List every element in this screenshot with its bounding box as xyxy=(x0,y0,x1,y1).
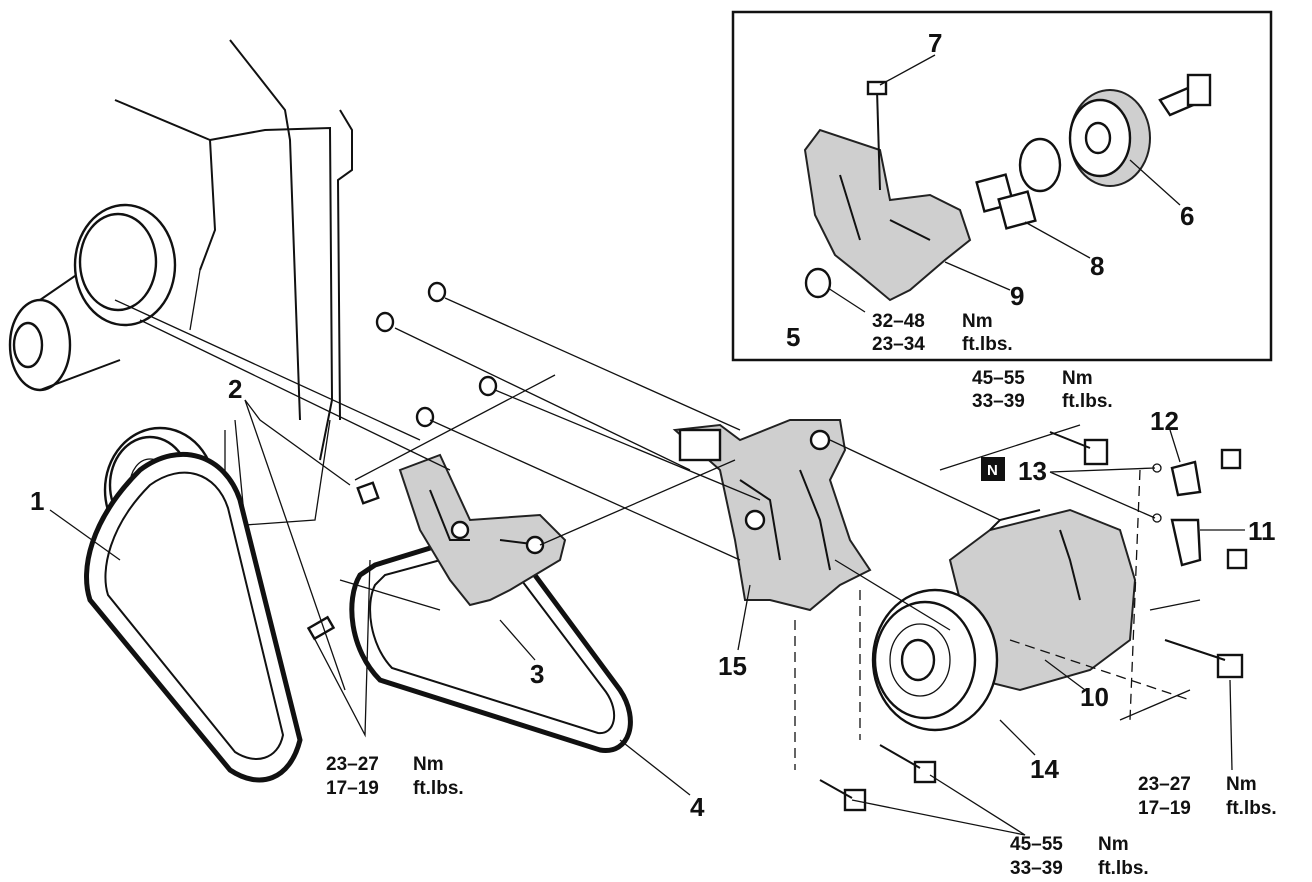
torque-ft-unit: ft.lbs. xyxy=(1226,798,1277,819)
torque-ft-value: 33–39 xyxy=(1010,858,1063,879)
torque-ft-value: 17–19 xyxy=(1138,798,1191,819)
hose-clamps xyxy=(981,448,1248,570)
torque-ft-value: 23–34 xyxy=(872,334,925,355)
new-part-badge: N xyxy=(987,462,998,479)
magnetic-clutch-14 xyxy=(871,588,999,732)
torque-ft-unit: ft.lbs. xyxy=(413,778,464,799)
bracket-15 xyxy=(672,419,872,612)
torque-ft-unit: ft.lbs. xyxy=(1098,858,1149,879)
torque-ft-unit: ft.lbs. xyxy=(1062,391,1113,412)
callout-10: 10 xyxy=(1080,682,1109,712)
callout-7: 7 xyxy=(928,28,942,58)
torque-nm-unit: Nm xyxy=(962,311,993,332)
torque-ft-value: 17–19 xyxy=(326,778,379,799)
callout-13: 13 xyxy=(1018,456,1047,486)
callout-3: 3 xyxy=(530,659,544,689)
torque-nm-unit: Nm xyxy=(413,754,444,775)
torque-nm-value: 23–27 xyxy=(1138,774,1191,795)
torque-nm-value: 45–55 xyxy=(1010,834,1063,855)
torque-nm-unit: Nm xyxy=(1226,774,1257,795)
callout-8: 8 xyxy=(1090,251,1104,281)
callout-1: 1 xyxy=(30,486,44,516)
callout-leaders xyxy=(49,54,1245,836)
callout-5: 5 xyxy=(786,322,800,352)
torque-spec-bottom: 45–55 Nm 33–39 ft.lbs. xyxy=(1010,834,1149,879)
torque-nm-value: 23–27 xyxy=(326,754,379,775)
torque-nm-unit: Nm xyxy=(1098,834,1129,855)
torque-nm-value: 45–55 xyxy=(972,368,1025,389)
callout-15: 15 xyxy=(718,651,747,681)
torque-nm-unit: Nm xyxy=(1062,368,1093,389)
drive-belt-1 xyxy=(84,452,303,783)
idler-pulley-inset xyxy=(731,10,1273,362)
callout-2: 2 xyxy=(228,374,242,404)
bracket-3 xyxy=(398,453,567,607)
torque-nm-value: 32–48 xyxy=(872,311,925,332)
callout-4: 4 xyxy=(690,792,705,822)
torque-spec-lower-left: 23–27 Nm 17–19 ft.lbs. xyxy=(326,754,464,799)
torque-spec-inset: 32–48 Nm 23–34 ft.lbs. xyxy=(872,311,1013,355)
torque-specs: 32–48 Nm 23–34 ft.lbs. 45–55 Nm 33–39 ft… xyxy=(326,311,1277,879)
callout-11: 11 xyxy=(1248,516,1276,546)
callout-12: 12 xyxy=(1150,406,1179,436)
bolts xyxy=(306,281,1244,812)
callout-numbers: 1 2 3 4 5 6 7 8 9 10 11 12 13 14 15 N xyxy=(30,28,1276,822)
torque-spec-upper-right: 45–55 Nm 33–39 ft.lbs. xyxy=(972,368,1113,412)
torque-ft-value: 33–39 xyxy=(972,391,1025,412)
callout-6: 6 xyxy=(1180,201,1194,231)
callout-9: 9 xyxy=(1010,281,1024,311)
torque-ft-unit: ft.lbs. xyxy=(962,334,1013,355)
callout-14: 14 xyxy=(1030,754,1059,784)
engine-block xyxy=(114,39,353,526)
leader-lines xyxy=(114,297,1201,770)
torque-spec-lower-right: 23–27 Nm 17–19 ft.lbs. xyxy=(1138,774,1277,819)
